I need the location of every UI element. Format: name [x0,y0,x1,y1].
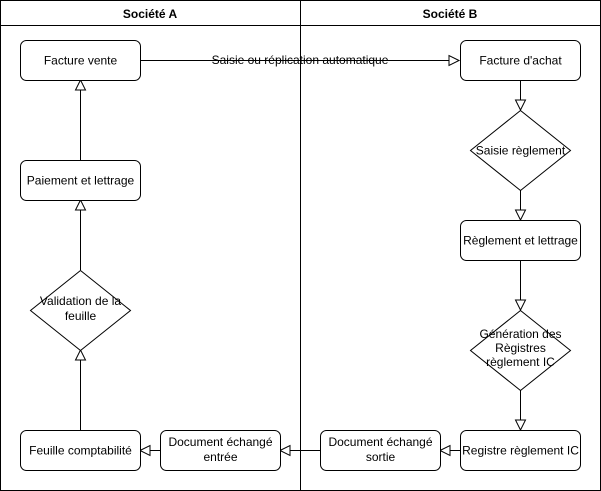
node-facture-vente[interactable]: Facture vente [20,40,141,81]
node-registre-reglement[interactable]: Registre règlement IC [460,430,581,471]
arrowhead-down [514,419,527,432]
arrowhead-up [74,198,87,211]
node-label: Paiement et lettrage [27,174,135,188]
node-paiement-lettrage[interactable]: Paiement et lettrage [20,160,141,201]
node-facture-achat[interactable]: Facture d'achat [460,40,581,81]
node-generation-registres[interactable]: Génération des Règistres règlement IC [469,309,572,392]
lane-a-frame [0,0,301,491]
node-label: Facture d'achat [479,54,562,68]
node-label-line-2: feuille [65,309,97,323]
node-label-line-2: Règistres [495,341,546,355]
node-label-line-1: Génération des [479,327,561,341]
node-label: Saisie règlement [476,144,566,158]
node-label: Facture vente [44,54,118,68]
arrowhead-left [278,444,291,457]
arrowhead-right [448,54,461,67]
lane-b-title: Société B [423,7,478,21]
node-document-echange-entree[interactable]: Document échangé entrée [160,430,281,471]
arrowhead-down [514,209,527,222]
node-label-line-1: Document échangé [328,435,432,449]
node-label-line-2: sortie [366,450,396,464]
node-label-line-2: entrée [203,450,237,464]
node-label-line-1: Document échangé [168,435,272,449]
node-document-echange-sortie[interactable]: Document échangé sortie [320,430,441,471]
node-reglement-lettrage[interactable]: Règlement et lettrage [460,220,581,261]
arrowhead-left [138,444,151,457]
arrowhead-left [438,444,451,457]
connectors [74,54,527,457]
node-saisie-reglement[interactable]: Saisie règlement [469,109,572,192]
node-label: Règlement et lettrage [463,234,578,248]
arrowhead-down [514,99,527,112]
node-label: Registre règlement IC [462,444,579,458]
edge-label-replication: Saisie ou réplication automatique [212,53,389,67]
node-label: Feuille comptabilité [29,444,132,458]
node-validation-feuille[interactable]: Validation de la feuille [29,269,132,352]
node-label-line-3: règlement IC [486,355,555,369]
lane-societe-a: Société A [0,0,301,491]
lane-a-title: Société A [123,7,178,21]
node-label-line-1: Validation de la [40,294,121,308]
node-feuille-comptabilite[interactable]: Feuille comptabilité [20,430,141,471]
arrowhead-up [74,348,87,361]
arrowhead-down [514,299,527,312]
arrowhead-up [74,78,87,91]
